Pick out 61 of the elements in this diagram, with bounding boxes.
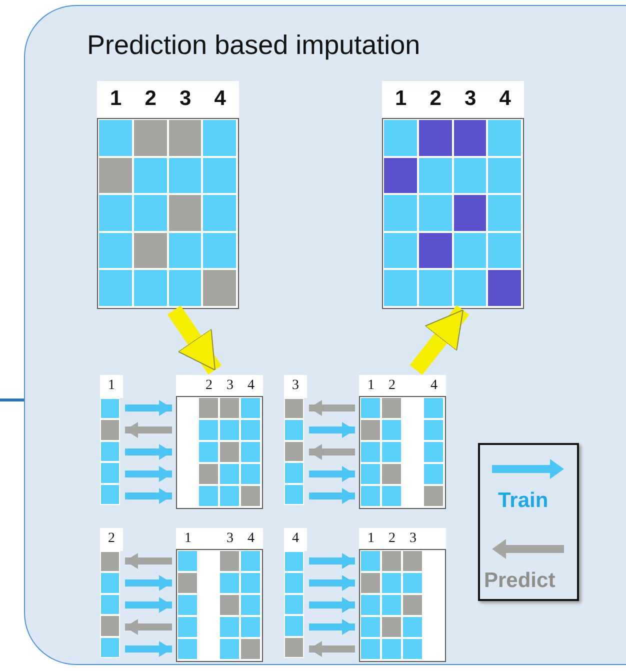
column-number: 2	[204, 378, 214, 394]
big-arrow	[410, 305, 470, 375]
data-table	[359, 375, 446, 509]
data-column	[100, 375, 123, 508]
data-table	[176, 375, 263, 509]
legend-label: Train	[498, 489, 548, 513]
arrow	[125, 444, 172, 460]
data-table	[382, 81, 524, 309]
arrow	[125, 597, 172, 613]
column-number: 4	[246, 531, 256, 547]
column-number: 4	[213, 87, 227, 111]
arrow	[309, 553, 355, 569]
column-number: 3	[291, 378, 300, 394]
arrow	[309, 400, 355, 416]
data-column	[284, 528, 307, 661]
column-number: 4	[430, 378, 438, 394]
arrow	[125, 641, 172, 657]
column-number: 3	[178, 87, 192, 111]
arrow	[125, 488, 172, 504]
column-number: 1	[109, 87, 123, 111]
column-number: 2	[388, 531, 396, 547]
arrow	[309, 641, 355, 657]
column-number: 4	[246, 378, 256, 394]
column-number: 3	[226, 378, 234, 394]
arrow	[125, 400, 172, 416]
arrow	[125, 619, 172, 635]
column-number: 4	[291, 531, 300, 547]
arrow	[309, 444, 355, 460]
column-number: 1	[366, 531, 376, 547]
column-number: 1	[366, 378, 376, 394]
big-arrow	[167, 306, 222, 374]
data-table	[176, 528, 263, 662]
column-number: 1	[107, 378, 116, 394]
arrow	[309, 488, 355, 504]
data-table	[97, 81, 239, 309]
arrow	[125, 422, 172, 438]
column-number: 3	[226, 531, 234, 547]
arrow	[309, 575, 355, 591]
arrow	[309, 466, 355, 482]
data-table	[359, 528, 446, 662]
arrow	[125, 466, 172, 482]
arrow	[125, 553, 172, 569]
arrow	[309, 597, 355, 613]
data-column	[284, 375, 307, 508]
column-number: 2	[388, 378, 396, 394]
column-number: 2	[107, 531, 116, 547]
column-number: 4	[498, 87, 512, 111]
legend-label: Predict	[484, 569, 556, 593]
arrow	[309, 422, 355, 438]
data-column	[100, 528, 123, 661]
connector-line	[0, 398, 24, 402]
column-number: 1	[184, 531, 192, 547]
column-number: 3	[408, 531, 418, 547]
column-number: 3	[464, 87, 478, 111]
panel-title: Prediction based imputation	[87, 30, 420, 61]
arrow	[309, 619, 355, 635]
column-number: 2	[144, 87, 158, 111]
arrow	[125, 575, 172, 591]
column-number: 2	[428, 87, 442, 111]
column-number: 1	[394, 87, 408, 111]
rounded-panel	[24, 5, 626, 665]
